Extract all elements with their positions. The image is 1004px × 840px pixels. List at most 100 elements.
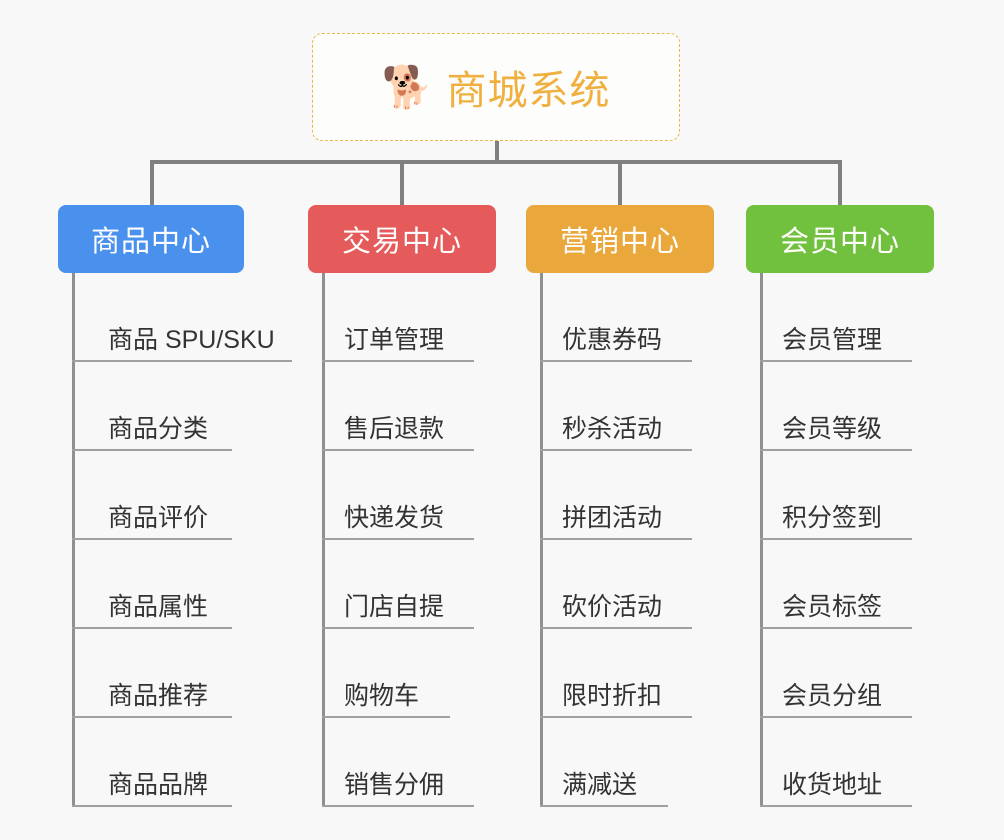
drop-connector-4 bbox=[838, 160, 842, 205]
list-item[interactable]: 商品推荐 bbox=[58, 629, 244, 718]
list-item[interactable]: 砍价活动 bbox=[526, 540, 714, 629]
list-item[interactable]: 商品品牌 bbox=[58, 718, 244, 807]
list-item[interactable]: 积分签到 bbox=[746, 451, 934, 540]
list-item-label: 会员标签 bbox=[782, 593, 883, 621]
root-node[interactable]: 🐕 商城系统 bbox=[312, 33, 680, 141]
leaf-list-member-center: 会员管理 会员等级 积分签到 会员标签 会员分组 收货地址 bbox=[746, 273, 934, 807]
list-item-underline bbox=[322, 538, 474, 540]
list-item-underline bbox=[760, 360, 912, 362]
column-member-center: 会员中心 会员管理 会员等级 积分签到 会员标签 会员分组 bbox=[746, 205, 934, 807]
list-item-label: 销售分佣 bbox=[344, 771, 445, 799]
category-title: 营销中心 bbox=[559, 226, 680, 258]
list-item-underline bbox=[322, 805, 474, 807]
list-item[interactable]: 快递发货 bbox=[308, 451, 496, 540]
list-item-underline bbox=[760, 449, 912, 451]
list-item-label: 秒杀活动 bbox=[562, 415, 663, 443]
list-item-underline bbox=[760, 716, 912, 718]
shiba-dog-face-emoji: 🐕 bbox=[381, 63, 433, 110]
list-item-underline bbox=[322, 627, 474, 629]
list-item-underline bbox=[322, 716, 450, 718]
list-item-underline bbox=[72, 805, 232, 807]
list-item[interactable]: 购物车 bbox=[308, 629, 496, 718]
list-item-label: 购物车 bbox=[344, 682, 420, 710]
list-item-label: 拼团活动 bbox=[562, 504, 663, 532]
list-item-label: 商品属性 bbox=[108, 593, 209, 621]
category-box-member-center[interactable]: 会员中心 bbox=[746, 205, 934, 273]
drop-connector-1 bbox=[150, 160, 154, 205]
list-item-label: 快递发货 bbox=[344, 504, 445, 532]
leaf-list-product-center: 商品 SPU/SKU 商品分类 商品评价 商品属性 商品推荐 商品品牌 bbox=[58, 273, 292, 807]
list-item-label: 售后退款 bbox=[344, 415, 445, 443]
list-item-label: 商品评价 bbox=[108, 504, 209, 532]
category-title: 商品中心 bbox=[90, 226, 211, 258]
category-title: 交易中心 bbox=[341, 226, 462, 258]
list-item-underline bbox=[540, 360, 692, 362]
list-item[interactable]: 商品分类 bbox=[58, 362, 244, 451]
list-item-underline bbox=[322, 449, 474, 451]
list-item-label: 会员管理 bbox=[782, 326, 883, 354]
spine-connector bbox=[760, 273, 763, 807]
list-item-label: 收货地址 bbox=[782, 771, 883, 799]
list-item-label: 限时折扣 bbox=[562, 682, 663, 710]
list-item-underline bbox=[72, 449, 232, 451]
list-item-underline bbox=[72, 538, 232, 540]
list-item-label: 商品推荐 bbox=[108, 682, 209, 710]
spine-connector bbox=[540, 273, 543, 807]
horizontal-bus-connector bbox=[150, 160, 840, 164]
category-box-product-center[interactable]: 商品中心 bbox=[58, 205, 244, 273]
list-item[interactable]: 销售分佣 bbox=[308, 718, 496, 807]
category-box-marketing-center[interactable]: 营销中心 bbox=[526, 205, 714, 273]
list-item-label: 订单管理 bbox=[344, 326, 445, 354]
list-item[interactable]: 售后退款 bbox=[308, 362, 496, 451]
list-item-label: 砍价活动 bbox=[562, 593, 663, 621]
list-item[interactable]: 门店自提 bbox=[308, 540, 496, 629]
category-box-trade-center[interactable]: 交易中心 bbox=[308, 205, 496, 273]
list-item-underline bbox=[540, 627, 692, 629]
list-item-label: 商品品牌 bbox=[108, 771, 209, 799]
column-marketing-center: 营销中心 优惠券码 秒杀活动 拼团活动 砍价活动 限时折扣 bbox=[526, 205, 714, 807]
list-item-label: 门店自提 bbox=[344, 593, 445, 621]
list-item-label: 积分签到 bbox=[782, 504, 883, 532]
list-item-underline bbox=[540, 449, 692, 451]
list-item-label: 商品分类 bbox=[108, 415, 209, 443]
list-item-underline bbox=[72, 627, 232, 629]
category-title: 会员中心 bbox=[779, 226, 900, 258]
list-item-label: 商品 SPU/SKU bbox=[108, 326, 275, 354]
leaf-list-marketing-center: 优惠券码 秒杀活动 拼团活动 砍价活动 限时折扣 满减送 bbox=[526, 273, 714, 807]
list-item[interactable]: 收货地址 bbox=[746, 718, 934, 807]
root-stem-connector bbox=[495, 141, 499, 163]
list-item-underline bbox=[72, 360, 292, 362]
list-item-label: 会员分组 bbox=[782, 682, 883, 710]
list-item[interactable]: 会员管理 bbox=[746, 273, 934, 362]
spine-connector bbox=[322, 273, 325, 807]
list-item[interactable]: 拼团活动 bbox=[526, 451, 714, 540]
root-title: 商城系统 bbox=[446, 69, 611, 113]
list-item-label: 优惠券码 bbox=[562, 326, 663, 354]
list-item-label: 满减送 bbox=[562, 771, 638, 799]
list-item[interactable]: 订单管理 bbox=[308, 273, 496, 362]
list-item-underline bbox=[540, 538, 692, 540]
list-item[interactable]: 会员标签 bbox=[746, 540, 934, 629]
list-item[interactable]: 秒杀活动 bbox=[526, 362, 714, 451]
list-item-underline bbox=[760, 627, 912, 629]
list-item-label: 会员等级 bbox=[782, 415, 883, 443]
spine-connector bbox=[72, 273, 75, 807]
list-item-underline bbox=[540, 716, 692, 718]
list-item[interactable]: 优惠券码 bbox=[526, 273, 714, 362]
column-trade-center: 交易中心 订单管理 售后退款 快递发货 门店自提 购物车 bbox=[308, 205, 496, 807]
leaf-list-trade-center: 订单管理 售后退款 快递发货 门店自提 购物车 销售分佣 bbox=[308, 273, 496, 807]
list-item[interactable]: 限时折扣 bbox=[526, 629, 714, 718]
list-item-underline bbox=[760, 538, 912, 540]
list-item[interactable]: 会员分组 bbox=[746, 629, 934, 718]
list-item-underline bbox=[760, 805, 912, 807]
list-item-underline bbox=[322, 360, 474, 362]
list-item-underline bbox=[540, 805, 668, 807]
list-item[interactable]: 商品评价 bbox=[58, 451, 244, 540]
list-item[interactable]: 满减送 bbox=[526, 718, 714, 807]
drop-connector-3 bbox=[618, 160, 622, 205]
list-item[interactable]: 会员等级 bbox=[746, 362, 934, 451]
list-item[interactable]: 商品 SPU/SKU bbox=[58, 273, 292, 362]
list-item[interactable]: 商品属性 bbox=[58, 540, 244, 629]
drop-connector-2 bbox=[400, 160, 404, 205]
